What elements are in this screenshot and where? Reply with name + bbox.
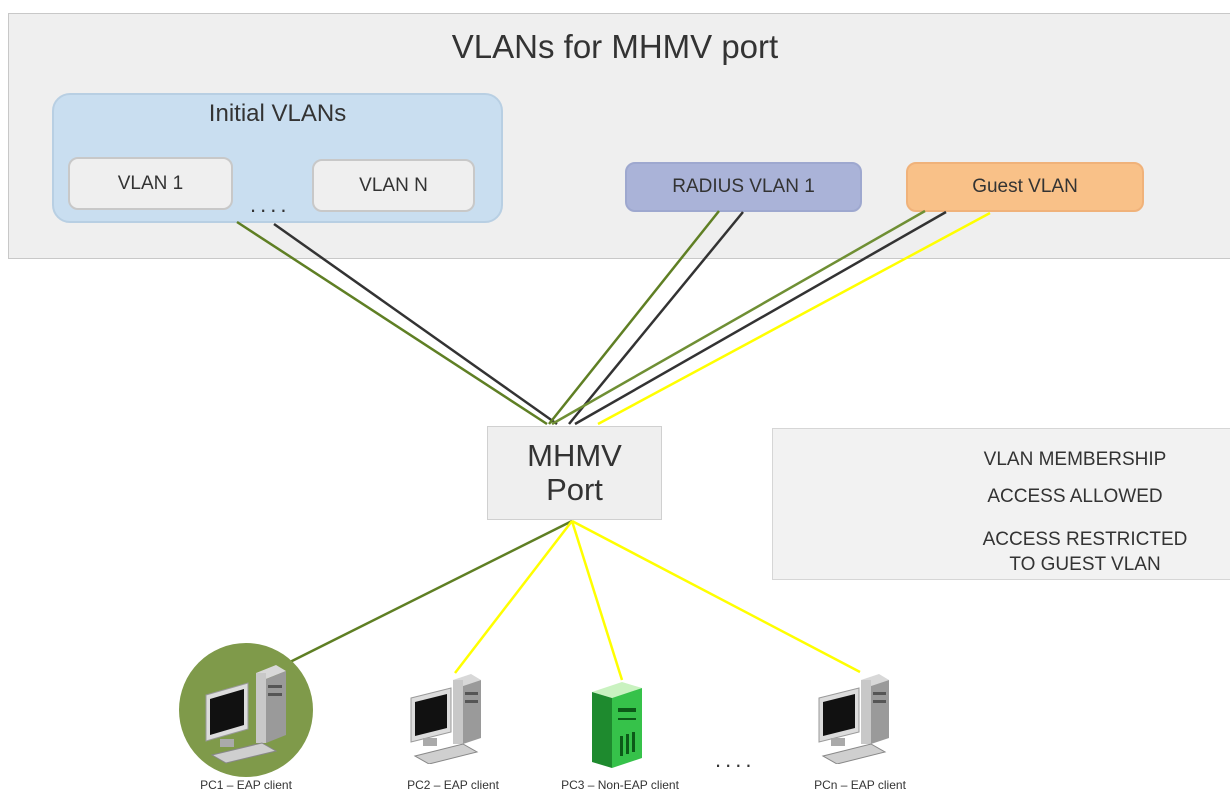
radius-vlan-box: RADIUS VLAN 1 [625, 162, 862, 212]
client-label: PC1 – EAP client [200, 778, 292, 792]
membership-line [273, 222, 558, 426]
pc3-server-tower-icon [592, 682, 642, 768]
allowed-line [289, 519, 573, 664]
vlan-n-box: VLAN N [312, 159, 475, 212]
vlan-1-box: VLAN 1 [68, 157, 233, 210]
allowed-line [551, 209, 926, 426]
port-label-line2: Port [546, 472, 603, 507]
pc1-desktop-pc-icon [179, 643, 313, 777]
pcn-desktop-pc-icon [818, 674, 889, 764]
membership-line [574, 210, 947, 426]
legend-restricted-label-1: ACCESS RESTRICTED [982, 529, 1188, 550]
legend-restricted-label-2: TO GUEST VLAN [1009, 554, 1161, 575]
client-label: PC2 – EAP client [407, 778, 499, 792]
legend [772, 428, 1230, 580]
client-label: PCn – EAP client [814, 778, 906, 792]
legend-allowed-label: ACCESS ALLOWED [987, 486, 1163, 507]
allowed-line [236, 220, 548, 426]
pc2-desktop-pc-icon [410, 674, 481, 764]
restricted-line [454, 520, 573, 674]
diagram-title: VLANs for MHMV port [451, 28, 779, 65]
initial-vlans-label: Initial VLANs [208, 100, 347, 127]
client-label: PC3 – Non-EAP client [561, 778, 679, 792]
restricted-line [597, 211, 991, 426]
mhmv-port-box: MHMV Port [487, 426, 662, 520]
guest-vlan-box: Guest VLAN [906, 162, 1144, 212]
clients-ellipsis: .... [715, 747, 756, 772]
legend-membership-label: VLAN MEMBERSHIP [983, 449, 1167, 470]
membership-line [568, 211, 744, 425]
port-label-line1: MHMV [527, 438, 622, 473]
allowed-line [548, 210, 720, 425]
restricted-line [571, 519, 861, 674]
vlan-ellipsis: .... [250, 192, 291, 217]
restricted-line [570, 520, 624, 681]
